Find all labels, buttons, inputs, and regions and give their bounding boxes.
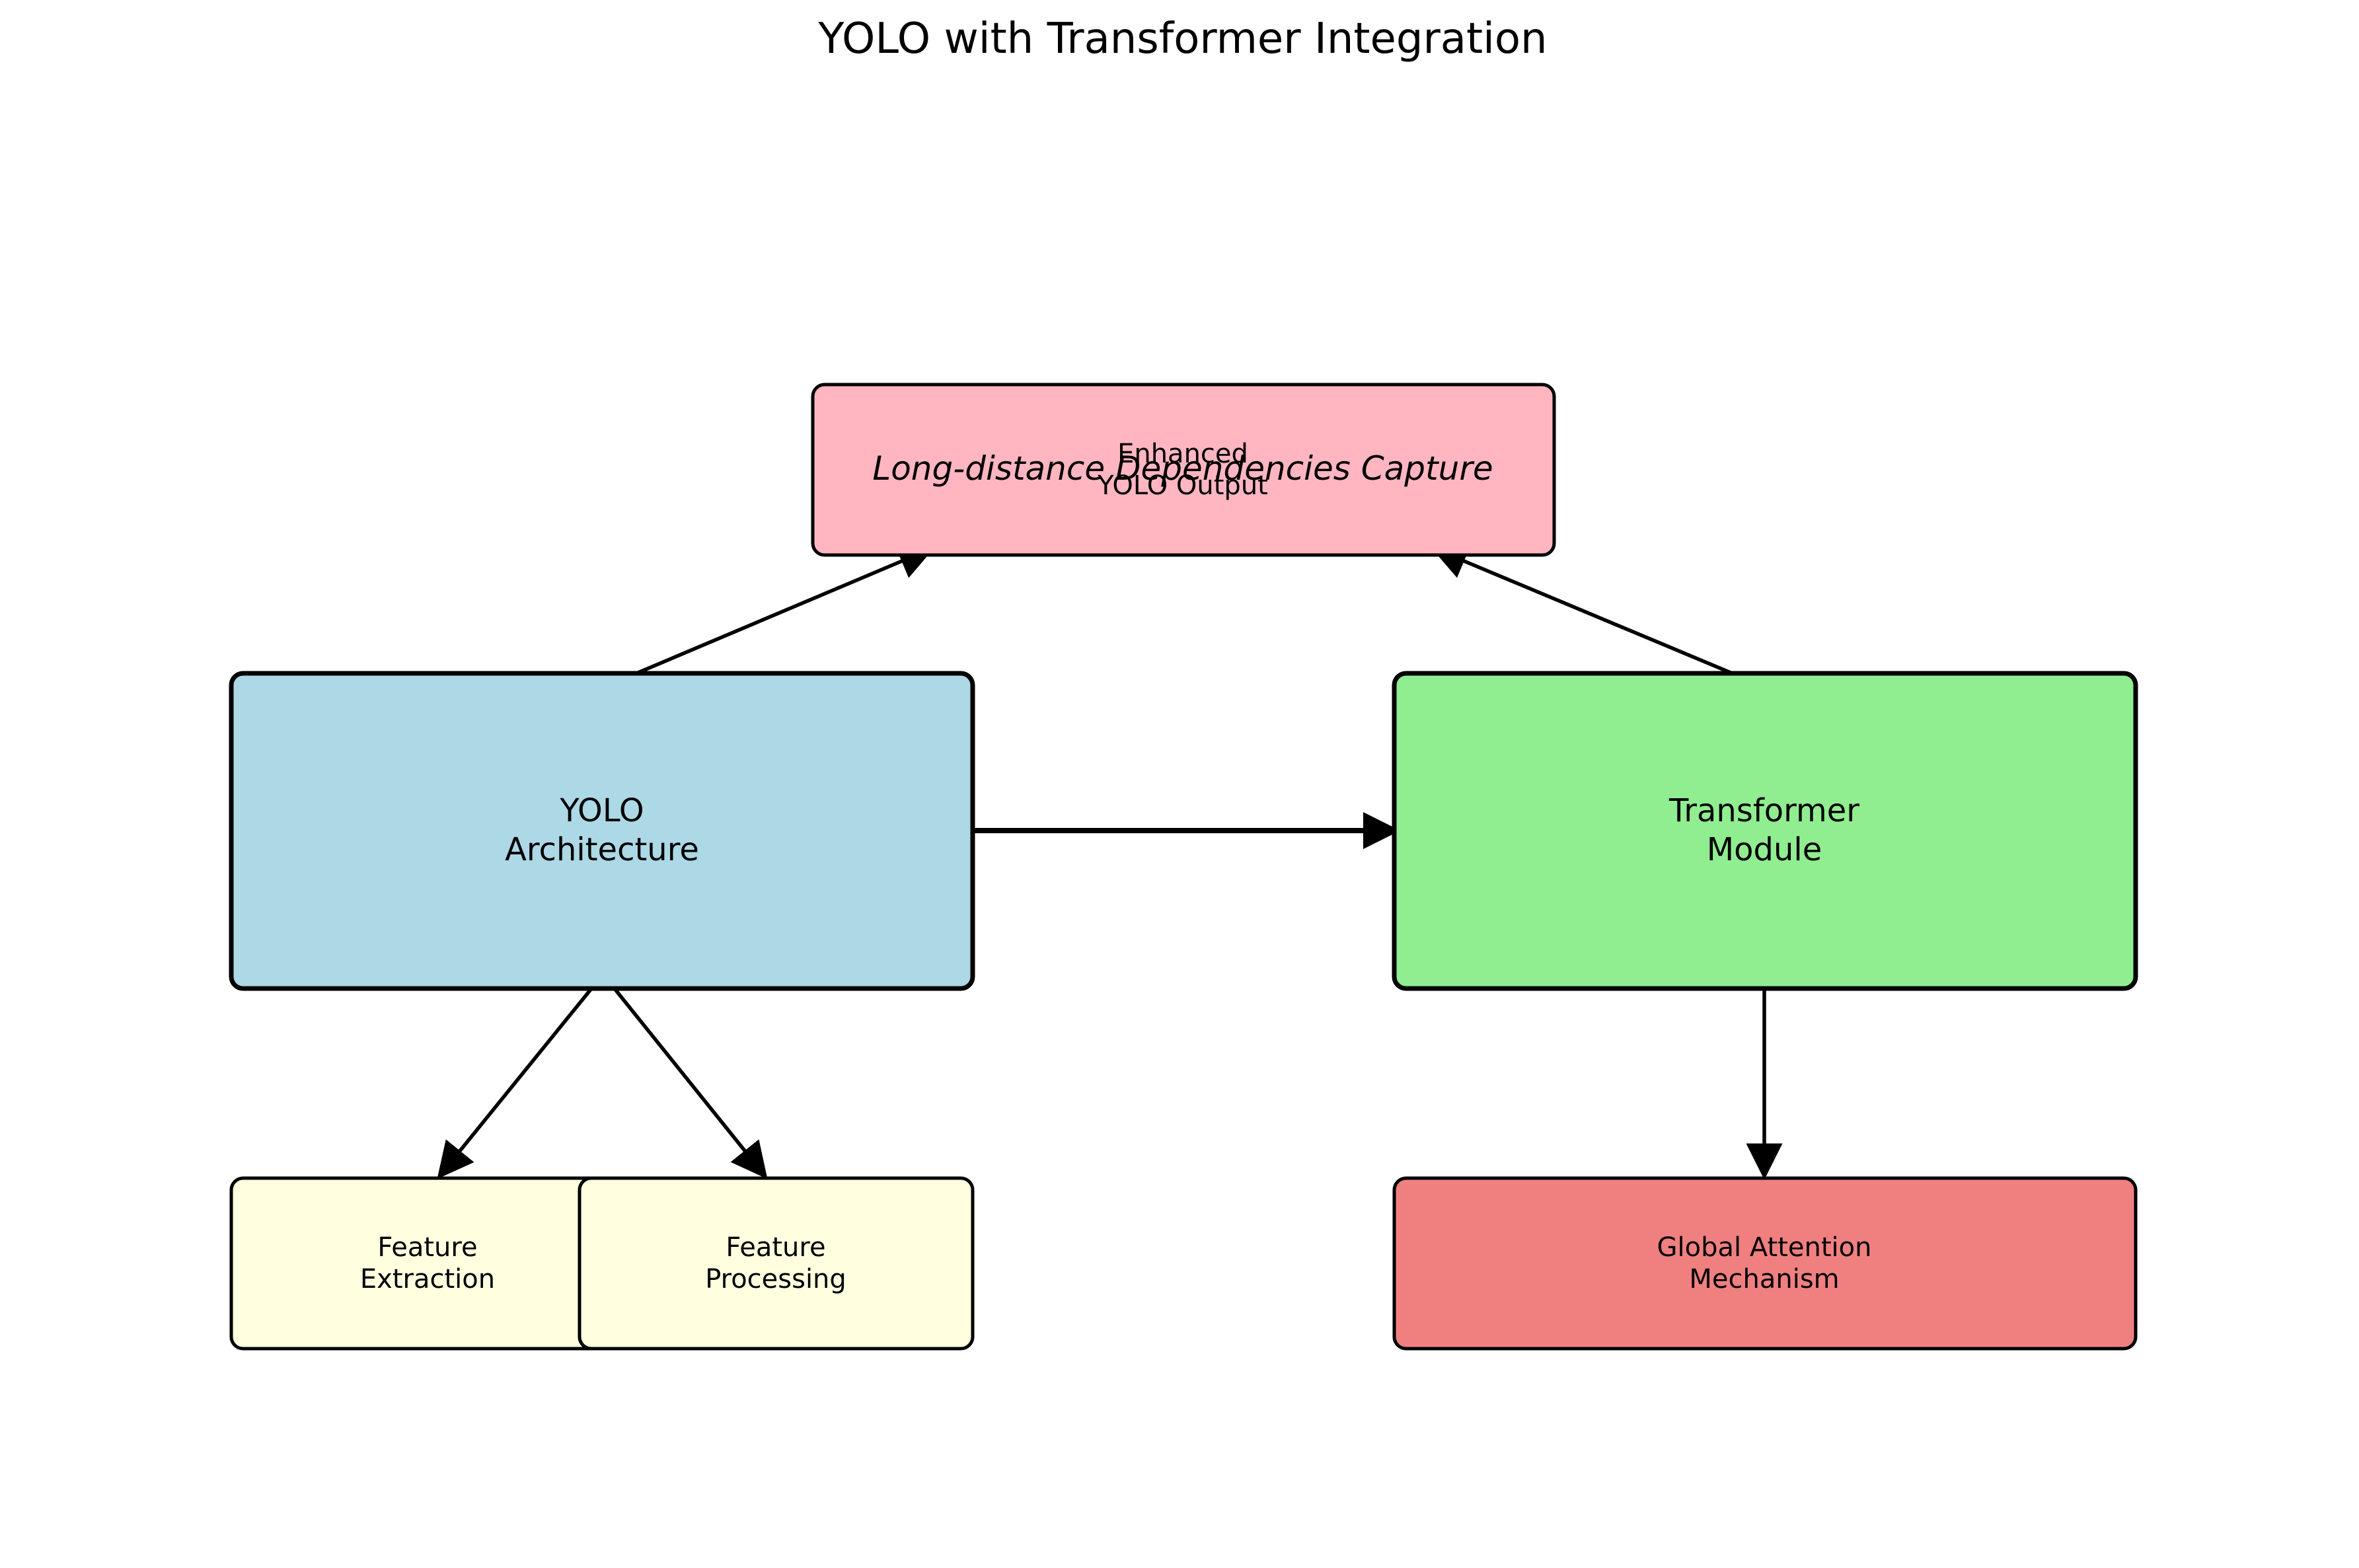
node-transformer-module: Transformer Module xyxy=(1392,671,2138,991)
enhanced-output-box xyxy=(811,383,1556,557)
edges xyxy=(437,544,1783,1180)
yolo-architecture-box xyxy=(229,671,975,991)
arrow-transformer-to-enhanced xyxy=(1430,544,1756,685)
transformer-module-label-line1: Transformer xyxy=(1668,792,1859,829)
enhanced-output-label-line1: Enhanced xyxy=(1117,439,1248,469)
node-enhanced-output: Enhanced YOLO Output Long-distance Depen… xyxy=(811,383,1556,557)
long-distance-annotation: Long-distance Dependencies Capture xyxy=(872,449,1493,488)
feature-extraction-box xyxy=(229,1176,628,1351)
global-attention-label-line2: Mechanism xyxy=(1689,1264,1839,1294)
arrow-yolo-to-feature-extraction xyxy=(437,983,597,1179)
feature-processing-label-line1: Feature xyxy=(726,1232,825,1263)
yolo-architecture-label-line2: Architecture xyxy=(505,831,699,868)
feature-processing-label-line2: Processing xyxy=(705,1264,846,1294)
node-feature-extraction: Feature Extraction xyxy=(229,1176,628,1351)
transformer-module-box xyxy=(1392,671,2138,991)
arrow-yolo-to-feature-processing xyxy=(609,983,768,1179)
arrow-yolo-to-enhanced xyxy=(613,544,936,685)
node-global-attention: Global Attention Mechanism xyxy=(1392,1176,2138,1351)
node-yolo-architecture: YOLO Architecture xyxy=(229,671,975,991)
yolo-architecture-label-line1: YOLO xyxy=(559,792,644,829)
global-attention-label-line1: Global Attention xyxy=(1657,1232,1872,1263)
enhanced-output-label-line2: YOLO Output xyxy=(1097,470,1268,501)
feature-extraction-label-line2: Extraction xyxy=(360,1264,495,1294)
node-feature-processing: Feature Processing xyxy=(578,1176,975,1351)
global-attention-box xyxy=(1392,1176,2138,1351)
diagram-title: YOLO with Transformer Integration xyxy=(817,15,1547,63)
feature-processing-box xyxy=(578,1176,975,1351)
feature-extraction-label-line1: Feature xyxy=(377,1232,477,1263)
transformer-module-label-line2: Module xyxy=(1707,831,1822,868)
